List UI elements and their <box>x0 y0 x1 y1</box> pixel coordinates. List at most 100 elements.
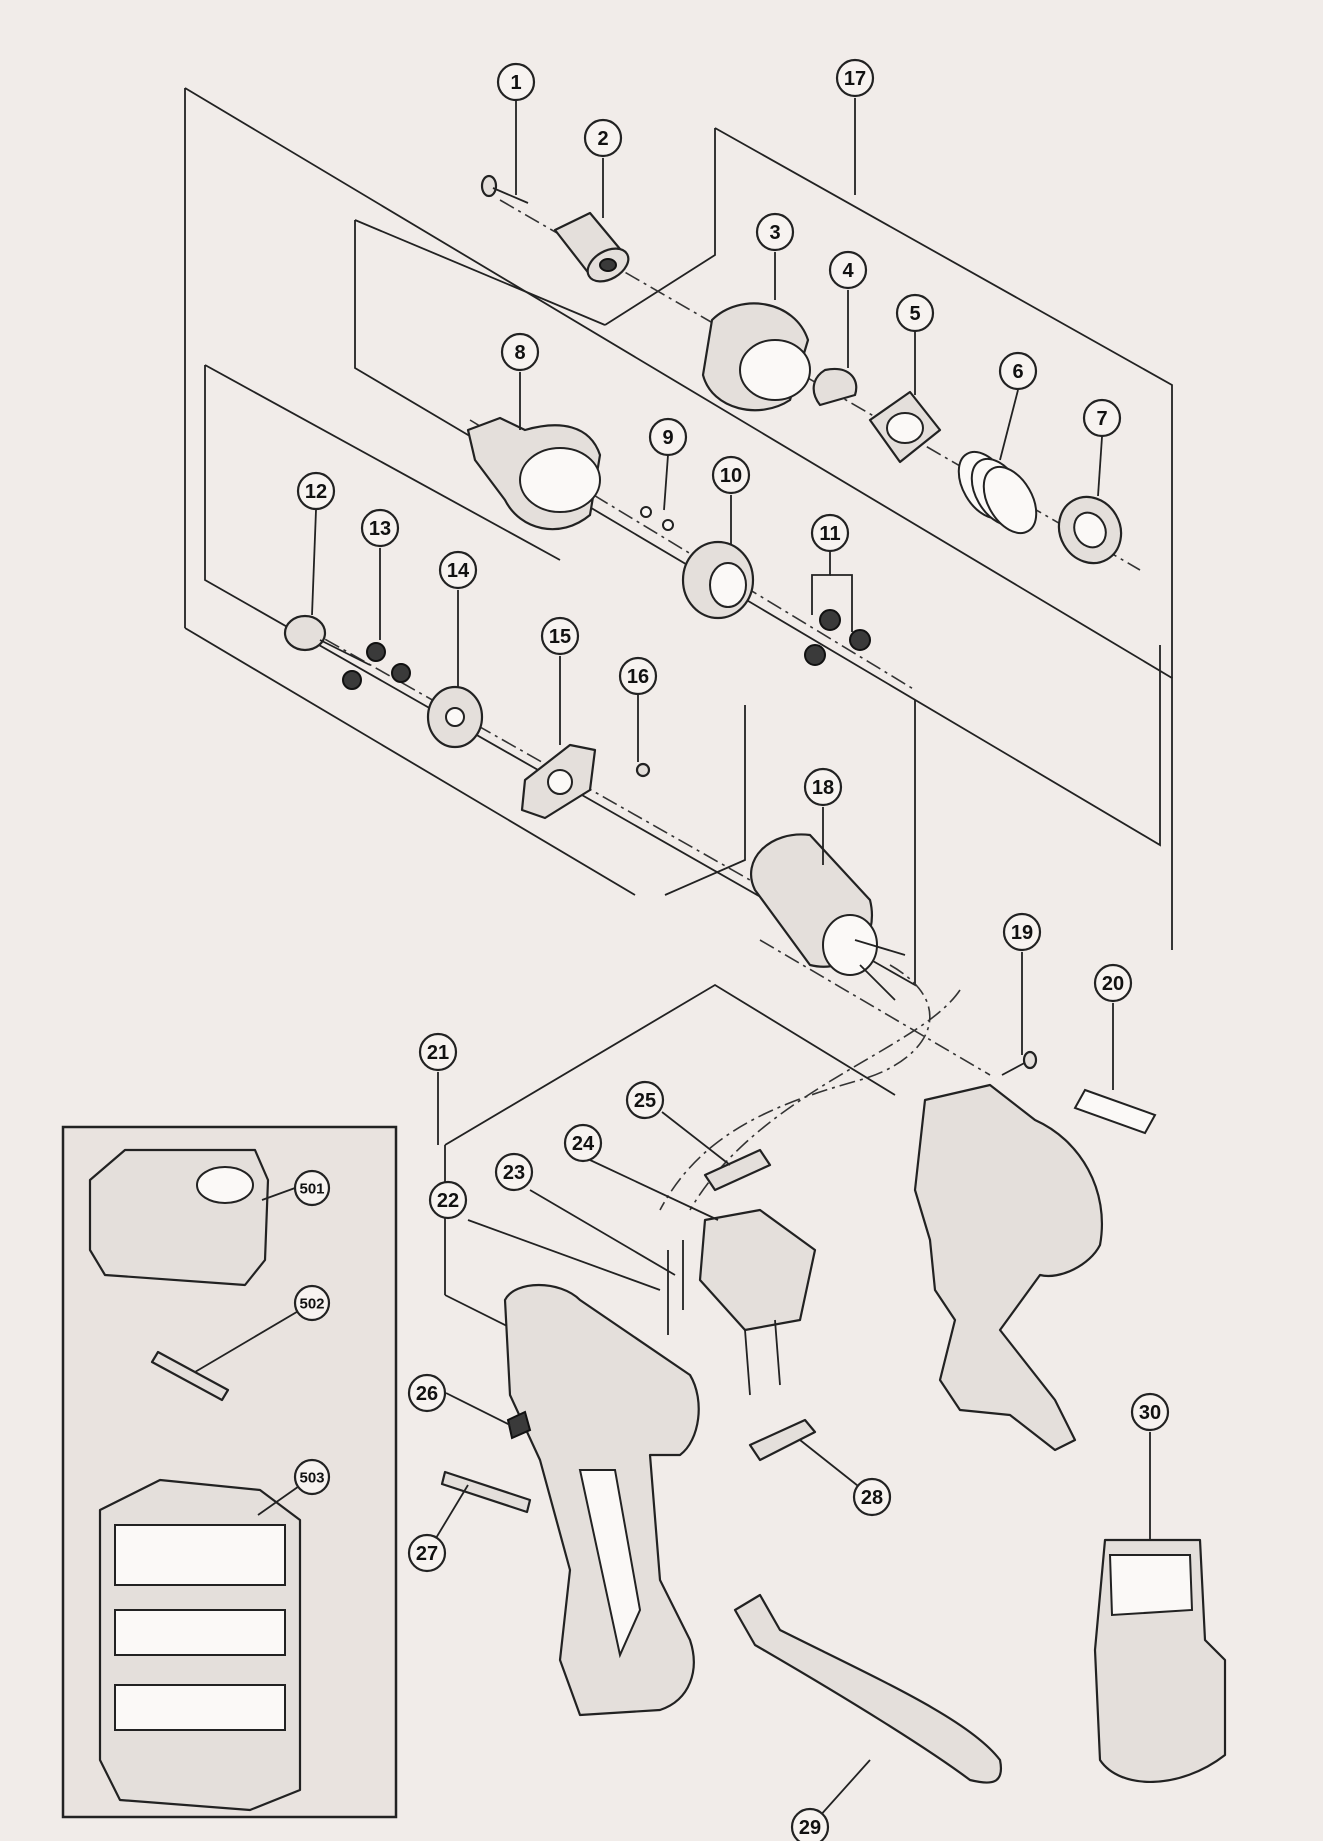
part-clip-26 <box>506 1410 532 1440</box>
part-pins-22-23 <box>667 1240 684 1335</box>
part-ring-10 <box>681 540 755 620</box>
part-number: 22 <box>437 1190 459 1212</box>
accessory-inset <box>61 1125 398 1819</box>
part-screw-16 <box>635 762 651 778</box>
part-callout: 8 <box>500 332 540 372</box>
part-callout-circle <box>296 471 336 511</box>
part-number: 28 <box>861 1487 883 1509</box>
accessory-callout: 503 <box>293 1458 331 1496</box>
part-callout: 29 <box>790 1807 830 1841</box>
part-callout-circle <box>895 293 935 333</box>
part-callout-circle <box>755 212 795 252</box>
part-callout-circle <box>407 1533 447 1573</box>
part-number: 4 <box>842 260 854 282</box>
part-washer-14 <box>426 685 484 749</box>
part-number: 9 <box>662 427 673 449</box>
leader-lines <box>194 98 1151 1828</box>
part-callout: 16 <box>618 656 658 696</box>
part-callout-circle <box>810 513 850 553</box>
part-number: 25 <box>634 1090 656 1112</box>
part-callout-circle <box>648 417 688 457</box>
accessory-callout-circle <box>293 1284 331 1322</box>
accessory-charger-501 <box>88 1148 270 1287</box>
part-slide-28 <box>748 1418 817 1462</box>
part-callout: 4 <box>828 250 868 290</box>
part-number: 12 <box>305 481 327 503</box>
part-callout-circle <box>540 616 580 656</box>
part-motor-18 <box>749 833 906 1001</box>
part-callout: 13 <box>360 508 400 548</box>
part-strap-29 <box>733 1593 1003 1784</box>
part-clip-4 <box>812 367 858 407</box>
callout-labels: 1234567891011121314151617181920212223242… <box>293 58 1170 1841</box>
part-callout: 1 <box>496 62 536 102</box>
part-callout-circle <box>803 767 843 807</box>
part-balls-9 <box>640 506 674 531</box>
part-callout: 5 <box>895 293 935 333</box>
part-number: 14 <box>447 560 470 582</box>
part-callout: 17 <box>835 58 875 98</box>
accessory-callout-circle <box>293 1458 331 1496</box>
accessory-callout-circle <box>293 1169 331 1207</box>
part-number: 18 <box>812 777 834 799</box>
part-callout: 24 <box>563 1123 603 1163</box>
part-callout-circle <box>852 1477 892 1517</box>
part-planet-gears-11 <box>804 609 871 666</box>
part-callout-circle <box>407 1373 447 1413</box>
part-number: 11 <box>819 523 840 545</box>
part-number: 16 <box>627 666 649 688</box>
part-callout-circle <box>1093 963 1133 1003</box>
part-chuck-2 <box>553 211 630 283</box>
part-callout-circle <box>1082 398 1122 438</box>
part-callout-circle <box>1002 912 1042 952</box>
part-carrier-12 <box>283 614 371 666</box>
accessory-number: 501 <box>299 1181 324 1198</box>
part-number: 23 <box>503 1162 525 1184</box>
part-callout: 11 <box>810 513 850 553</box>
part-switch-24 <box>698 1208 817 1396</box>
part-callout: 15 <box>540 616 580 656</box>
part-housing-left-21 <box>503 1283 700 1717</box>
part-callout-circle <box>500 332 540 372</box>
part-number: 27 <box>416 1543 438 1565</box>
part-callout: 14 <box>438 550 478 590</box>
part-callout: 7 <box>1082 398 1122 438</box>
part-callout-circle <box>618 656 658 696</box>
part-number: 30 <box>1139 1402 1161 1424</box>
part-clutch-housing-3 <box>701 302 811 412</box>
accessory-number: 502 <box>299 1296 324 1313</box>
part-number: 3 <box>769 222 780 244</box>
part-label-20 <box>1073 1088 1157 1135</box>
part-spring-6 <box>957 450 1038 535</box>
part-number: 13 <box>369 518 391 540</box>
part-callout-circle <box>998 351 1038 391</box>
part-number: 6 <box>1012 361 1023 383</box>
part-callout: 3 <box>755 212 795 252</box>
part-callout: 21 <box>418 1032 458 1072</box>
part-callout: 12 <box>296 471 336 511</box>
part-callout-circle <box>494 1152 534 1192</box>
part-callout: 20 <box>1093 963 1133 1003</box>
part-callout: 28 <box>852 1477 892 1517</box>
part-battery-30 <box>1093 1538 1227 1783</box>
assembly-boundary-lines <box>184 87 1173 1331</box>
part-callout: 2 <box>583 118 623 158</box>
part-callout-circle <box>711 455 751 495</box>
part-callout: 30 <box>1130 1392 1170 1432</box>
part-callout: 23 <box>494 1152 534 1192</box>
part-callout-circle <box>835 58 875 98</box>
part-callout-circle <box>583 118 623 158</box>
part-callout-circle <box>438 550 478 590</box>
part-callout: 27 <box>407 1533 447 1573</box>
part-screw-19 <box>1001 1050 1038 1076</box>
part-callout: 9 <box>648 417 688 457</box>
part-callout-circle <box>1130 1392 1170 1432</box>
part-callout: 26 <box>407 1373 447 1413</box>
part-callout-circle <box>496 62 536 102</box>
accessory-callout: 501 <box>293 1169 331 1207</box>
part-number: 15 <box>549 626 571 648</box>
part-callout-circle <box>828 250 868 290</box>
accessory-bit-502 <box>150 1350 230 1402</box>
part-number: 1 <box>510 72 521 94</box>
